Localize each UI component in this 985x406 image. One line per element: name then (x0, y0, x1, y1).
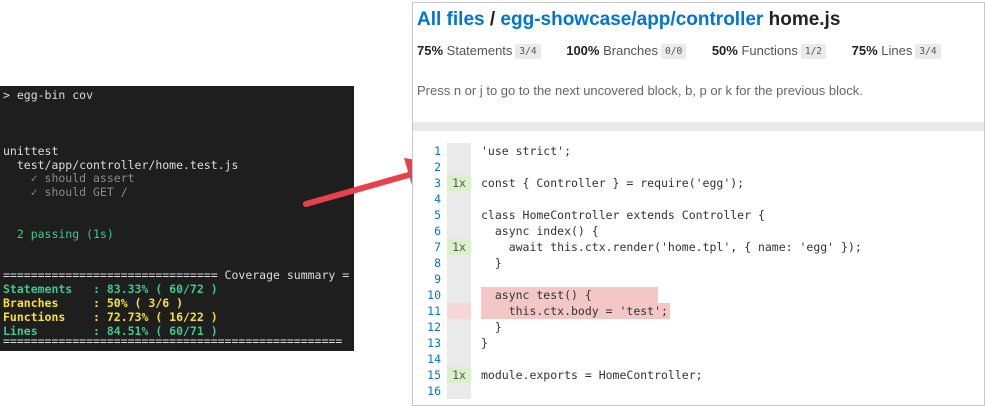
coverage-summary-row: Functions : 72.73% ( 16/22 ) (3, 310, 218, 324)
line-number[interactable]: 14 (427, 352, 441, 366)
coverage-summary: Statements : 83.33% ( 60/72 )Branches : … (3, 282, 218, 338)
line-number[interactable]: 16 (427, 384, 441, 398)
code-line: 8 } (413, 255, 984, 271)
source-line: } (481, 320, 502, 334)
code-line: 7 1x await this.ctx.render('home.tpl', { … (413, 239, 984, 255)
code-line: 9 (413, 271, 984, 287)
line-number[interactable]: 2 (434, 160, 441, 174)
line-number[interactable]: 11 (427, 304, 441, 318)
coverage-summary-row: Lines : 84.51% ( 60/71 ) (3, 324, 218, 338)
line-number[interactable]: 8 (434, 256, 441, 270)
code-line: 13} (413, 335, 984, 351)
hit-count (447, 207, 471, 223)
source-line: 'use strict'; (481, 144, 572, 158)
breadcrumb-separator: / (484, 9, 501, 30)
code-line: 4 (413, 191, 984, 207)
hit-count (447, 191, 471, 207)
source-line: module.exports = HomeController; (481, 368, 703, 382)
hit-count: 1x (447, 175, 471, 191)
coverage-summary-header: =============================== Coverage… (3, 268, 350, 282)
hit-count (447, 351, 471, 367)
line-number[interactable]: 1 (434, 144, 441, 158)
coverage-summary-row: Statements : 83.33% ( 60/72 ) (3, 282, 218, 296)
hit-count (447, 383, 471, 399)
line-number[interactable]: 5 (434, 208, 441, 222)
terminal-command: > egg-bin cov (3, 88, 94, 102)
code-line: 1 'use strict'; (413, 143, 984, 159)
hit-count (447, 143, 471, 159)
divider (413, 122, 984, 131)
source-line: } (481, 336, 488, 350)
code-line: 14 (413, 351, 984, 367)
code-line: 3 1x const { Controller } = require('egg')… (413, 175, 984, 191)
coverage-report: All files / egg-showcase/app/controller … (412, 2, 985, 406)
test-result-2: ✓ should GET / (3, 185, 128, 199)
source-code-listing: 1 'use strict'; 2 3 1x const { Controller } =… (413, 143, 984, 399)
page-title: All files / egg-showcase/app/controller … (417, 9, 840, 31)
test-suite-name: unittest (3, 144, 59, 158)
code-line: 12 } (413, 319, 984, 335)
terminal-output: > egg-bin cov unittest test/app/controll… (0, 86, 354, 351)
file-name: home.js (763, 9, 841, 30)
test-result-1: ✓ should assert (3, 171, 135, 185)
source-line: } (481, 256, 502, 270)
hit-count (447, 303, 471, 319)
hit-count (447, 319, 471, 335)
line-number[interactable]: 4 (434, 192, 441, 206)
breadcrumb-directory[interactable]: egg-showcase/app/controller (500, 9, 764, 30)
line-number[interactable]: 6 (434, 224, 441, 238)
coverage-summary-footer: ========================================… (3, 334, 343, 348)
code-line: 15 1x module.exports = HomeController; (413, 367, 984, 383)
hit-count: 1x (447, 239, 471, 255)
line-number[interactable]: 12 (427, 320, 441, 334)
hit-count (447, 271, 471, 287)
line-number[interactable]: 9 (434, 272, 441, 286)
line-number[interactable]: 13 (427, 336, 441, 350)
source-line: class HomeController extends Controller … (481, 208, 765, 222)
source-line: this.ctx.body = 'test'; (481, 303, 670, 319)
hit-count (447, 159, 471, 175)
line-number[interactable]: 10 (427, 288, 441, 302)
breadcrumb-all-files[interactable]: All files (417, 9, 485, 30)
coverage-summary-row: Branches : 50% ( 3/6 ) (3, 296, 184, 310)
code-line: 10 async test() { (413, 287, 984, 303)
code-line: 5 class HomeController extends Controller… (413, 207, 984, 223)
passing-count: 2 passing (1s) (3, 227, 114, 241)
source-line: async index() { (481, 224, 599, 238)
test-file-name: test/app/controller/home.test.js (3, 158, 239, 172)
code-line: 2 (413, 159, 984, 175)
code-line: 16 (413, 383, 984, 399)
hit-count (447, 335, 471, 351)
line-number[interactable]: 15 (427, 368, 441, 382)
hit-count (447, 255, 471, 271)
source-line: await this.ctx.render('home.tpl', { name… (481, 240, 862, 254)
code-line: 6 async index() { (413, 223, 984, 239)
line-number[interactable]: 7 (434, 240, 441, 254)
hit-count: 1x (447, 367, 471, 383)
source-line: const { Controller } = require('egg'); (481, 176, 745, 190)
code-line: 11 this.ctx.body = 'test'; (413, 303, 984, 319)
source-line: async test() { (481, 287, 658, 303)
hit-count (447, 223, 471, 239)
keyboard-help-text: Press n or j to go to the next uncovered… (417, 83, 863, 98)
hit-count (447, 287, 471, 303)
line-number[interactable]: 3 (434, 176, 441, 190)
